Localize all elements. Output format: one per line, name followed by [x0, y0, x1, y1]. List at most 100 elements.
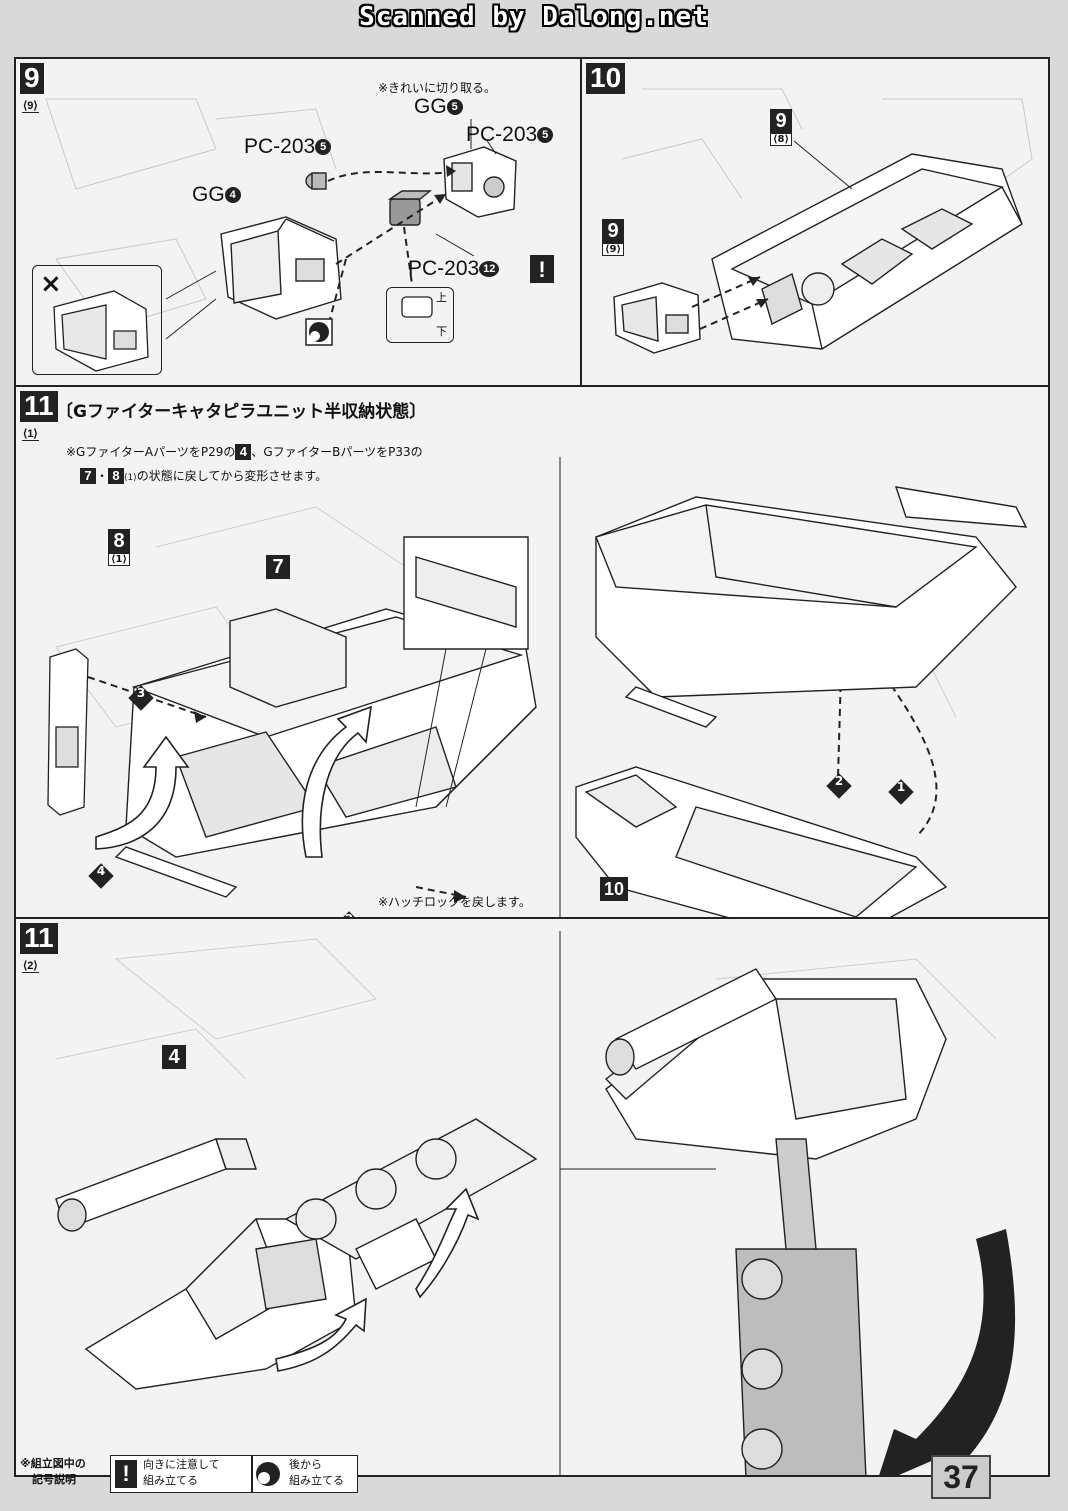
step-11-1-note-line2: 7・8⟨1⟩の状態に戻してから変形させます。	[80, 467, 327, 484]
step-10-panel: 10 9 ⟨8⟩ 9 ⟨9⟩	[582, 59, 1048, 387]
rotate-arrows	[95, 705, 372, 858]
note-l1-a: ※GファイターAパーツをP29の	[66, 445, 236, 459]
wrong-inset-part	[53, 290, 149, 372]
wrong-way-inset	[32, 265, 162, 375]
legend-title-1: ※組立図中の	[20, 1457, 86, 1470]
legend-caution-text2: 組み立てる	[143, 1474, 198, 1487]
part-4-ref: 4	[162, 1045, 186, 1069]
note-l2-dot: ・	[96, 469, 109, 483]
orientation-bottom: 下	[436, 325, 447, 338]
part-9-top-sub: ⟨8⟩	[770, 133, 792, 146]
gg5-part	[443, 146, 517, 218]
right-tracks	[735, 1138, 867, 1475]
pc203-b-num: 5	[537, 127, 554, 144]
part-9-bottom-sub: ⟨9⟩	[602, 243, 624, 256]
orientation-top: 上	[436, 291, 447, 304]
part-8-num: 8	[108, 529, 130, 553]
step-10-number: 10	[586, 63, 626, 94]
right-part-10	[575, 766, 948, 917]
pc203-a-num: 5	[315, 139, 332, 156]
step-11-2-substep: ⟨2⟩	[22, 960, 39, 973]
step-11-1-number: 11	[20, 391, 58, 422]
step-10-hull	[711, 153, 1023, 350]
pc203-small-cylinder	[305, 172, 327, 190]
part-9-ref-bottom: 9 ⟨9⟩	[602, 219, 624, 256]
marker-3: 3	[136, 686, 146, 700]
step-10-illustration	[613, 88, 1033, 354]
part-10-ref: 10	[600, 877, 628, 901]
note-l1-box: 4	[235, 444, 252, 460]
pc203-a-text: PC-203	[244, 135, 316, 158]
legend-later-text1: 後から	[289, 1458, 322, 1471]
note-l1-b: 、GファイターBパーツをP33の	[251, 445, 423, 459]
symbol-legend: ※組立図中の 記号説明 ! 向きに注意して 組み立てる 後から 組み立てる	[14, 1455, 364, 1495]
note-l2-b: の状態に戻してから変形させます。	[136, 469, 328, 483]
svg-text:!: !	[538, 257, 545, 282]
hatch-lock-note: ※ハッチロックを戻します。	[378, 895, 531, 909]
orientation-sketch	[401, 296, 433, 318]
page-number: 37	[931, 1455, 991, 1499]
marker-4: 4	[96, 864, 106, 878]
rotate-down-arrow	[879, 1229, 1016, 1475]
step-11-2-panel: 11 ⟨2⟩ 4	[16, 919, 1048, 1475]
legend-caution-icon: !	[115, 1460, 137, 1488]
gg4-part	[220, 216, 342, 320]
note-l2-box2: 8	[108, 468, 125, 484]
legend-title-2: 記号説明	[32, 1473, 76, 1486]
legend-later-text2: 組み立てる	[289, 1474, 344, 1487]
part-8-sub: ⟨1⟩	[108, 553, 130, 566]
part-8-sketch	[47, 648, 89, 816]
assemble-later-legend-icon	[256, 1462, 280, 1486]
legend-item-caution: ! 向きに注意して 組み立てる	[110, 1455, 252, 1493]
left-tracks	[284, 1118, 538, 1290]
right-craft	[604, 968, 947, 1160]
pc203-c-text: PC-203	[408, 257, 480, 280]
part-7-ref: 7	[266, 555, 290, 579]
part-9-bottom-num: 9	[602, 219, 624, 243]
gg5-num: 5	[446, 99, 463, 116]
assemble-later-icon	[305, 318, 333, 346]
caution-icon: !	[530, 255, 554, 283]
legend-item-later: 後から 組み立てる	[252, 1455, 358, 1493]
step-9-substep: ⟨9⟩	[22, 100, 39, 113]
part-9-top-num: 9	[770, 109, 792, 133]
step-11-2-number: 11	[20, 923, 58, 954]
step-10-small-part	[613, 282, 701, 354]
step-11-1-panel: 11 ⟨1⟩ 〔Gファイターキャタピラユニット半収納状態〕 ※GファイターAパー…	[16, 387, 1048, 919]
marker-1b: 1	[896, 780, 906, 794]
step-11-1-title: 〔Gファイターキャタピラユニット半収納状態〕	[56, 402, 427, 422]
legend-caution-text1: 向きに注意して	[143, 1458, 220, 1471]
right-top-hull	[595, 486, 1028, 728]
part-9-ref-top: 9 ⟨8⟩	[770, 109, 792, 146]
magnify-inset	[403, 536, 529, 808]
pc203-c-num: 12	[479, 261, 500, 278]
part-8-ref: 8 ⟨1⟩	[108, 529, 130, 566]
wrong-mark: ×	[40, 269, 62, 299]
step-11-1-illustration	[47, 457, 1028, 917]
left-hull	[114, 608, 537, 898]
step-markers	[88, 685, 914, 917]
pc203-b-text: PC-203	[466, 123, 538, 146]
cut-cleanly-note: ※きれいに切り取る。	[378, 81, 497, 95]
marker-2b: 2	[344, 912, 354, 919]
orientation-inset	[386, 287, 454, 343]
marker-2c: 2	[834, 774, 844, 788]
gg5-label-text: GG	[414, 95, 447, 118]
pc203-block	[387, 190, 432, 226]
gg4-text: GG	[192, 183, 225, 206]
step-11-2-illustration	[55, 931, 1016, 1475]
step-9-illustration: !	[45, 98, 554, 372]
step-11-1-substep: ⟨1⟩	[22, 428, 39, 441]
gg4-num: 4	[224, 187, 241, 204]
left-craft	[55, 1138, 357, 1390]
scan-watermark: Scanned by Dalong.net	[359, 2, 709, 32]
step-9-number: 9	[20, 63, 44, 94]
